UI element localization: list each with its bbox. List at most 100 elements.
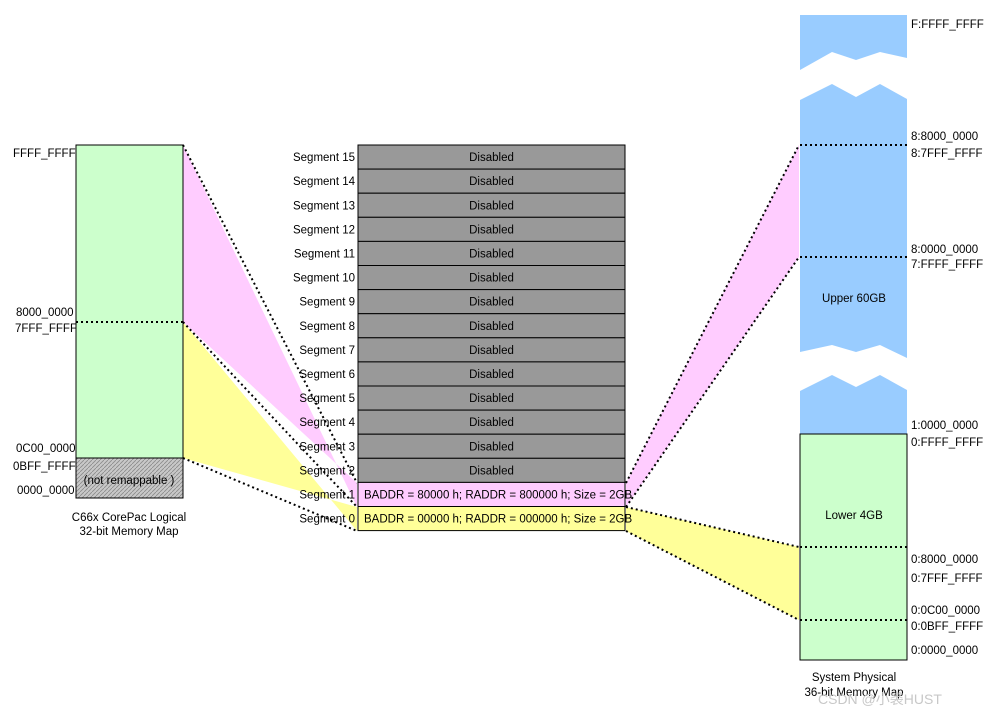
physical-address-8-7fff: 8:7FFF_FFFF [911, 148, 983, 160]
segment-cell [357, 144, 626, 170]
segment-cell [357, 385, 626, 411]
lower-4gb-label: Lower 4GB [825, 510, 883, 522]
logical-address-top: FFFF_FFFF [13, 148, 76, 160]
watermark: CSDN @小裘HUST [818, 691, 942, 707]
segment-cell [357, 192, 626, 218]
segment-value: Disabled [469, 465, 514, 477]
segment-label: Segment 7 [299, 345, 355, 357]
mapping-lines [182, 144, 800, 621]
segment-value: Disabled [469, 176, 514, 188]
physical-address-top: F:FFFF_FFFF [911, 19, 984, 31]
segment-label: Segment 3 [299, 441, 355, 453]
logical-address-bottom: 0000_0000 [17, 485, 75, 497]
segment-value: Disabled [469, 345, 514, 357]
logical-address-lower-end: 7FFF_FFFF [15, 323, 77, 335]
not-remappable-label: (not remappable ) [84, 475, 175, 487]
segment-cell [357, 240, 626, 266]
segment-row: Segment 9 Disabled [299, 289, 626, 315]
physical-upper-block-top [800, 15, 907, 70]
logical-map-caption-line2: 32-bit Memory Map [79, 526, 178, 538]
segment-row: Segment 7 Disabled [299, 337, 626, 363]
physical-map-caption-line1: System Physical [812, 672, 896, 684]
segment-cell [357, 168, 626, 194]
segment-row: Segment 4 Disabled [299, 409, 626, 435]
upper-mapping-wedge-right [626, 145, 799, 507]
segment-label: Segment 15 [293, 152, 355, 164]
segment-value: Disabled [469, 417, 514, 429]
segment-row: Segment 10 Disabled [293, 265, 626, 291]
physical-address-0-7fff: 0:7FFF_FFFF [911, 573, 983, 585]
segment-value: Disabled [469, 200, 514, 212]
physical-upper-block-bottom [800, 375, 907, 434]
logical-address-upper-start: 8000_0000 [16, 307, 74, 319]
physical-address-0-0bff: 0:0BFF_FFFF [911, 621, 983, 633]
segment-value: Disabled [469, 273, 514, 285]
logical-address-nonremap-end: 0BFF_FFFF [13, 461, 76, 473]
map-line-physical-8-0000 [625, 256, 800, 508]
lower-mapping-wedge-right [626, 507, 799, 620]
segment-label: Segment 4 [299, 417, 355, 429]
physical-memory-map: Upper 60GB Lower 4GB F:FFFF_FFFF 8:8000_… [799, 15, 984, 699]
segment-label: Segment 10 [293, 273, 355, 285]
physical-map-caption-line2: 36-bit Memory Map [804, 687, 903, 699]
logical-not-remappable-region [75, 457, 184, 499]
segment-value: BADDR = 00000 h; RADDR = 000000 h; Size … [364, 514, 632, 526]
segment-row: Segment 8 Disabled [299, 313, 626, 339]
segment-value: Disabled [469, 441, 514, 453]
upper-60gb-label: Upper 60GB [822, 293, 886, 305]
segment-label: Segment 5 [299, 393, 355, 405]
segment-label: Segment 1 [299, 489, 355, 501]
physical-address-7-ffff: 7:FFFF_FFFF [911, 259, 983, 271]
segment-label: Segment 9 [299, 297, 355, 309]
segment-label: Segment 8 [299, 321, 355, 333]
upper-mapping-wedge-left [183, 145, 357, 507]
segment-cell [357, 506, 626, 532]
segment-value: Disabled [469, 248, 514, 260]
segment-cell [357, 265, 626, 291]
segment-row: Segment 6 Disabled [299, 361, 626, 387]
segment-value: Disabled [469, 321, 514, 333]
segment-label: Segment 11 [294, 248, 355, 260]
segment-label: Segment 2 [299, 465, 355, 477]
segment-row: Segment 2 Disabled [299, 457, 626, 483]
physical-address-0-8000: 0:8000_0000 [911, 554, 978, 566]
logical-address-remap-start: 0C00_0000 [16, 443, 75, 455]
physical-address-0-ffff: 0:FFFF_FFFF [911, 437, 983, 449]
physical-address-8-0000: 8:0000_0000 [911, 244, 978, 256]
segment-row: Segment 12 Disabled [293, 216, 626, 242]
map-line-logical-mid [182, 321, 358, 508]
physical-address-1-0000: 1:0000_0000 [911, 420, 978, 432]
segment-label: Segment 13 [293, 200, 355, 212]
logical-remappable-region [75, 144, 184, 459]
physical-address-0-0c00: 0:0C00_0000 [911, 605, 980, 617]
physical-upper-block [800, 84, 907, 358]
logical-memory-map: (not remappable ) FFFF_FFFF 8000_0000 7F… [13, 144, 186, 538]
segment-value: BADDR = 80000 h; RADDR = 800000 h; Size … [364, 489, 632, 501]
segment-row: Segment 3 Disabled [299, 433, 626, 459]
logical-map-caption-line1: C66x CorePac Logical [72, 512, 186, 524]
map-line-physical-8-8000 [625, 144, 800, 484]
segment-value: Disabled [469, 224, 514, 236]
segment-value: Disabled [469, 369, 514, 381]
segment-row: Segment 5 Disabled [299, 385, 626, 411]
lower-mapping-wedge-left [183, 322, 357, 531]
segment-cell [357, 216, 626, 242]
segment-label: Segment 12 [293, 224, 355, 236]
segment-row: Segment 15 Disabled [293, 144, 626, 170]
segment-cell [357, 457, 626, 483]
map-line-logical-top [182, 144, 358, 484]
segment-cell [357, 409, 626, 435]
segment-value: Disabled [469, 297, 514, 309]
physical-lower-4gb-block [799, 433, 908, 661]
segment-cell [357, 361, 626, 387]
segment-cell [357, 433, 626, 459]
physical-address-0-0000: 0:0000_0000 [911, 645, 978, 657]
segment-value: Disabled [469, 152, 514, 164]
map-line-logical-bottom [182, 457, 358, 532]
segment-label: Segment 6 [299, 369, 355, 381]
segment-value: Disabled [469, 393, 514, 405]
